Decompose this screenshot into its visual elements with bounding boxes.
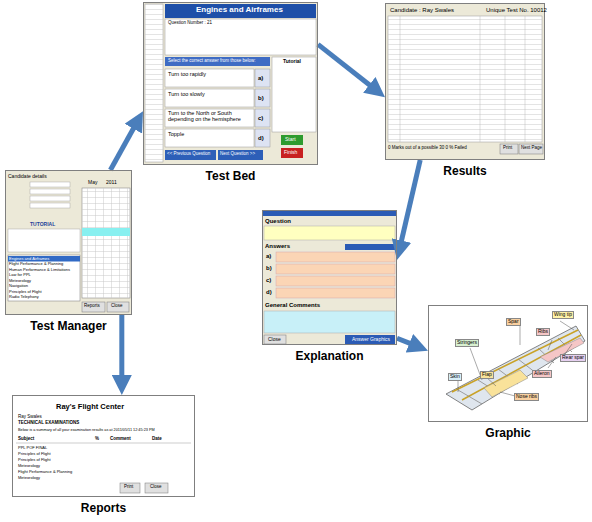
- screen-text: Candidate : Ray Swales: [390, 7, 454, 14]
- screen-text: Answers: [265, 243, 290, 250]
- part-label: Stringers: [455, 339, 479, 347]
- screen-text: Meteorology: [9, 279, 31, 283]
- screen-text: Meteorology: [18, 476, 40, 480]
- screen-text: Ray Swales: [18, 415, 42, 420]
- screen-text: Ray's Flight Center: [56, 403, 124, 411]
- panel-caption: Graphic: [485, 426, 530, 440]
- screen-text: Unique Test No. 10012: [486, 7, 547, 14]
- screen-text: Law for PPL: [9, 273, 31, 277]
- screen-text: Principles of Flight: [18, 458, 51, 462]
- screen-text: %: [95, 437, 99, 442]
- screen-text: Print: [503, 146, 512, 151]
- screen-text: Flight Performance & Planning: [9, 262, 63, 266]
- screen-text: Below is a summary of all your examinati…: [18, 428, 155, 432]
- screen-text: Next Page: [521, 146, 542, 151]
- screen-text: Engines and Airframes: [196, 6, 283, 15]
- panel-caption: Explanation: [295, 349, 363, 363]
- screen-text: d): [258, 135, 264, 142]
- screen-text: a): [258, 75, 263, 82]
- flow-arrow: [397, 338, 415, 345]
- panel-caption: Results: [443, 164, 486, 178]
- screenshot-panel: Explanation: [262, 210, 397, 345]
- screen-text: May: [88, 180, 97, 186]
- screen-text: 2011: [106, 180, 117, 186]
- screen-text: Candidate details: [8, 174, 47, 180]
- screen-text: Subject: [18, 437, 34, 442]
- screenshot-panel: Results: [385, 3, 545, 160]
- screen-text: Turn too slowly: [168, 91, 205, 97]
- screen-text: 0 Marks out of a possible 30 0 % Failed: [388, 146, 467, 151]
- screen-text: Close: [150, 485, 162, 490]
- test-manager-screenshot: [5, 170, 132, 315]
- screen-text: Radio Telephony: [9, 295, 39, 299]
- flow-arrow: [400, 160, 420, 246]
- part-label: Nose ribs: [514, 393, 539, 401]
- part-label: Wing tip: [552, 311, 574, 319]
- screen-text: Navigation: [9, 284, 28, 288]
- screen-text: b): [266, 265, 272, 272]
- flow-arrow: [110, 123, 136, 170]
- flow-arrow: [119, 315, 124, 381]
- screen-text: Start: [285, 137, 296, 143]
- part-label: Ribs: [536, 328, 550, 336]
- screen-text: a): [266, 253, 271, 260]
- screen-text: Turn too rapidly: [168, 71, 206, 77]
- screen-text: Close: [111, 304, 123, 309]
- part-label: Flap: [480, 371, 494, 379]
- flow-arrow: [318, 44, 374, 88]
- screen-text: c): [258, 115, 263, 122]
- screen-text: Flight Performance & Planning: [18, 470, 72, 474]
- screen-text: Reports: [84, 304, 100, 309]
- panel-caption: Reports: [81, 501, 126, 515]
- screen-text: Select the correct answer from those bel…: [168, 59, 256, 64]
- screen-text: Question: [265, 218, 291, 225]
- screen-text: d): [266, 289, 272, 296]
- part-label: Rear spar: [560, 354, 586, 362]
- panel-caption: Test Bed: [206, 169, 256, 183]
- panel-caption: Test Manager: [30, 319, 106, 333]
- screen-text: Finish: [284, 150, 297, 156]
- screen-text: Date: [152, 437, 162, 442]
- screen-text: TUTORIAL: [30, 222, 55, 228]
- reports-screenshot: [12, 395, 195, 497]
- part-label: Spar: [506, 318, 521, 326]
- part-label: Skin: [448, 373, 462, 381]
- screen-text: General Comments: [265, 302, 320, 309]
- screen-text: << Previous Question: [167, 152, 210, 157]
- screen-text: Principles of Flight: [9, 290, 42, 294]
- screen-text: c): [266, 277, 271, 284]
- screen-text: Human Performance & Limitations: [9, 268, 70, 272]
- screen-text: Topple: [168, 131, 184, 137]
- screen-text: Close: [268, 337, 281, 343]
- results-screenshot: [385, 3, 545, 160]
- screen-text: Turn to the North or South depending on …: [168, 110, 252, 122]
- screen-text: PPL POF FINAL: [18, 446, 47, 450]
- screen-text: Comment: [110, 437, 131, 442]
- explanation-screenshot: [262, 210, 397, 345]
- screen-text: Answer Graphics: [352, 337, 390, 343]
- screen-text: TECHNICAL EXAMINATIONS: [18, 421, 79, 426]
- screen-text: Engines and Airframes: [9, 257, 49, 261]
- test-bed-screenshot: [143, 2, 318, 165]
- screen-text: Next Question >>: [220, 152, 255, 157]
- screen-text: Print: [124, 485, 133, 490]
- screen-text: Question Number : 21: [168, 21, 212, 26]
- screen-text: Principles of Flight: [18, 452, 51, 456]
- screen-text: Tutorial: [283, 59, 301, 65]
- part-label: Aileron: [532, 370, 552, 378]
- screen-text: Meteorology: [18, 464, 40, 468]
- wing-illustration: [428, 305, 588, 422]
- screen-text: b): [258, 95, 264, 102]
